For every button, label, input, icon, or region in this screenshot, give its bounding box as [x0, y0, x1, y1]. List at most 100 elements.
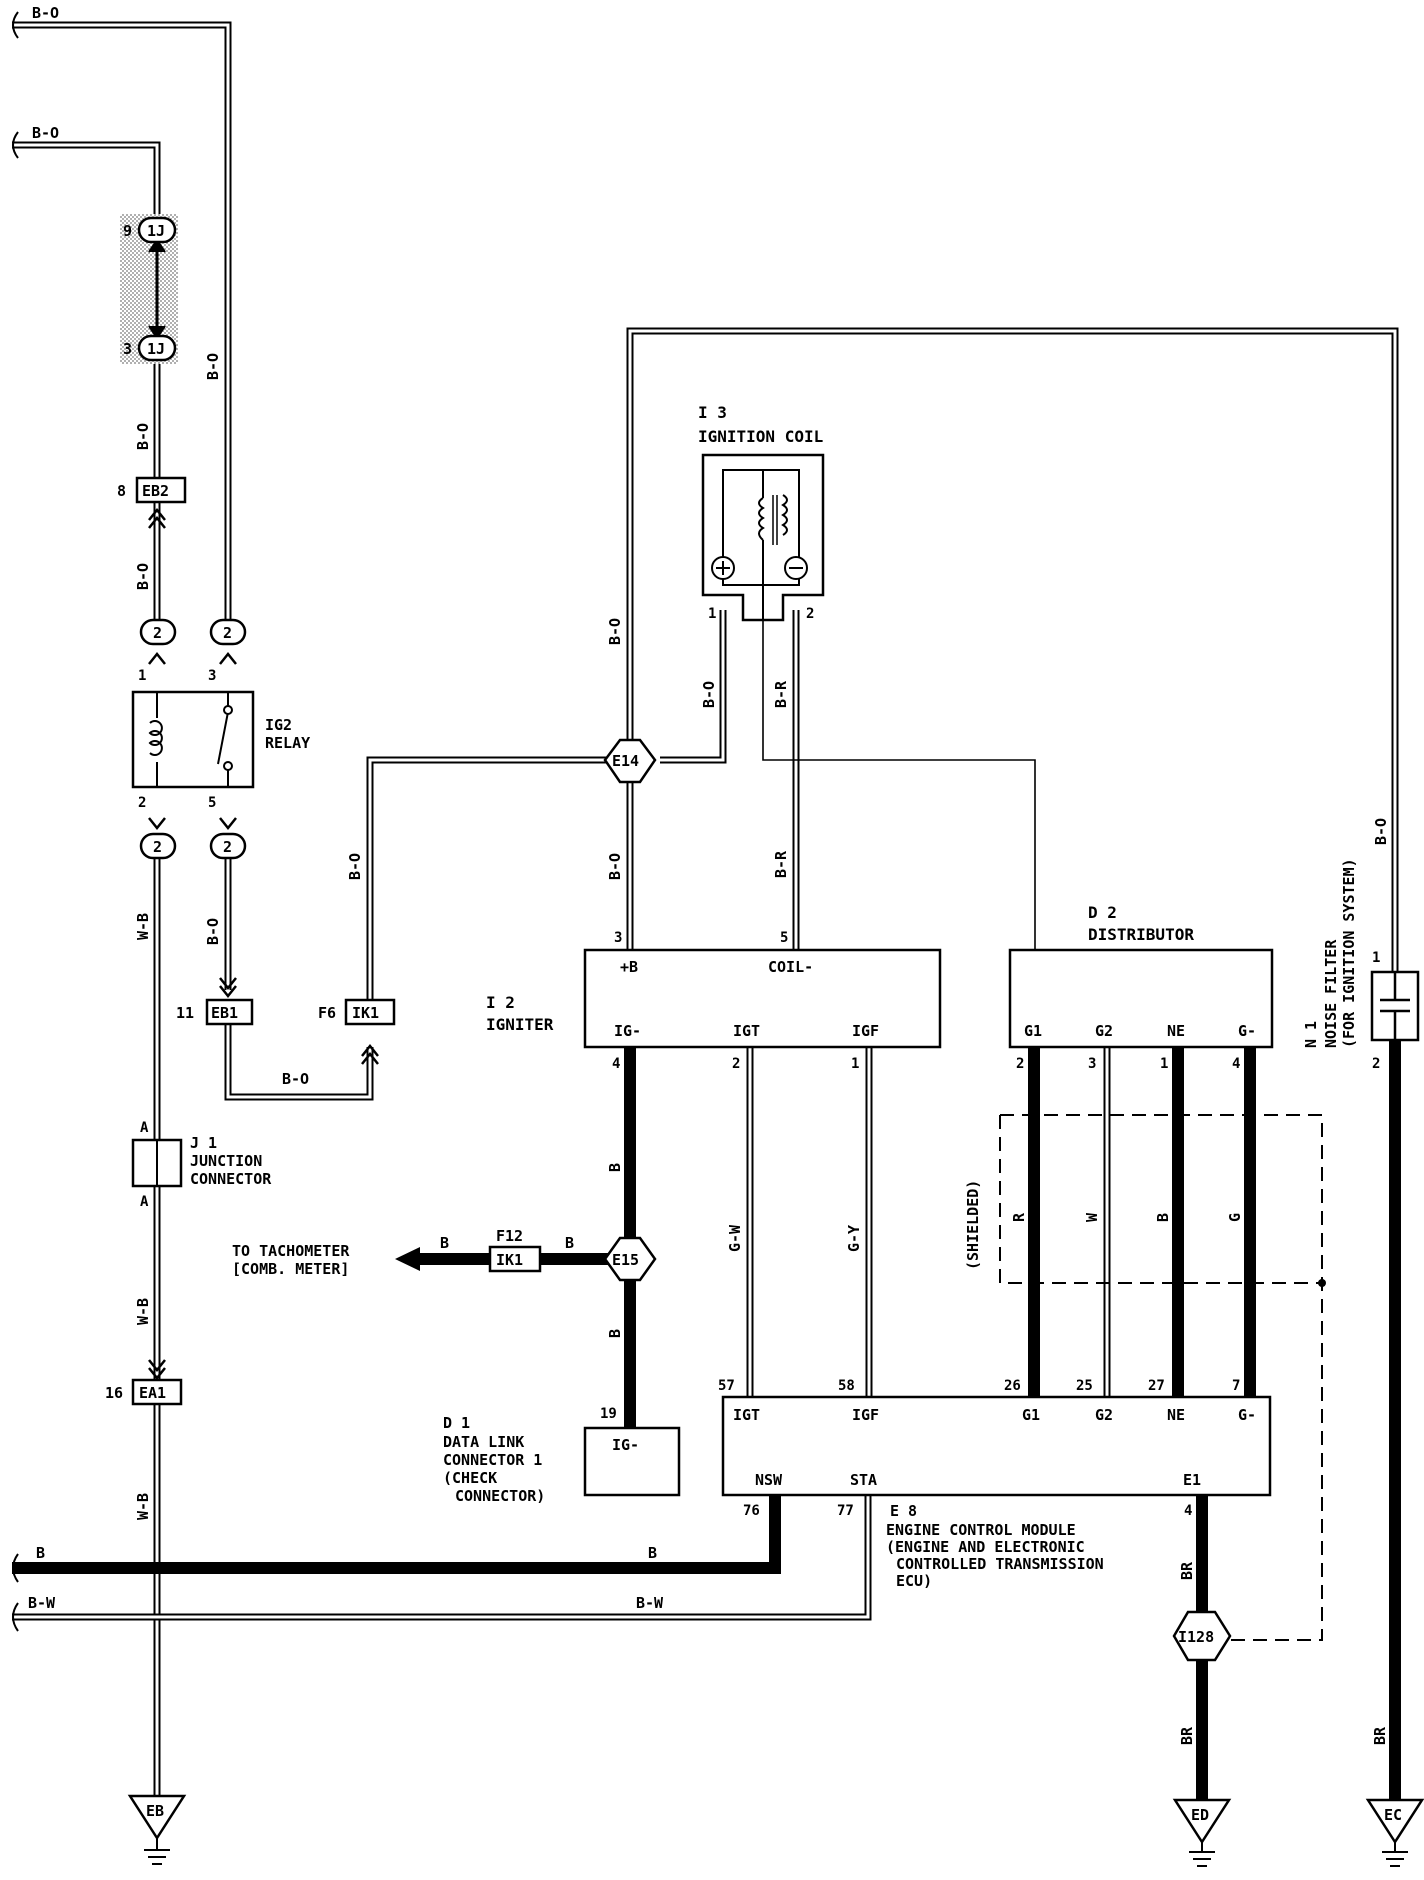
- dist-term-gm: G-: [1238, 1022, 1256, 1040]
- igniter-box: [583, 948, 942, 1049]
- dlc-line1: DATA LINK: [443, 1433, 524, 1451]
- ground-ed: ED: [1172, 1798, 1232, 1867]
- relay-title-1: IG2: [265, 716, 292, 734]
- relay-conn-bottom-right: 2: [209, 832, 247, 860]
- igniter-pin-igf: 1: [851, 1056, 859, 1072]
- label-bo-e14-down: B-O: [606, 853, 624, 880]
- label-bo-vertical-right: B-O: [204, 353, 222, 380]
- relay-pin-2: 2: [138, 795, 146, 811]
- ecm-term-igf: IGF: [852, 1406, 879, 1424]
- label-bo-top: B-O: [32, 4, 59, 22]
- dlc-box: [583, 1426, 681, 1497]
- wire-bo-to-1j: [12, 145, 157, 218]
- wire-bo-ik1-to-e14-core: [368, 758, 620, 1000]
- coil-id: I 3: [698, 403, 727, 422]
- ecm-line4: ECU): [896, 1572, 932, 1590]
- ik1-f6-label: IK1: [352, 1004, 379, 1022]
- 1j-3-pin: 3: [123, 340, 132, 358]
- coil-pin-1: 1: [708, 606, 716, 622]
- ecm-pin-nsw: 76: [743, 1503, 760, 1519]
- wire-break-marks: [12, 11, 19, 1632]
- eb2-label: EB2: [142, 482, 169, 500]
- label-b-ig-lower: B: [606, 1329, 624, 1338]
- noise-pin-1: 1: [1372, 950, 1380, 966]
- wire-bo-to-1j-core: [12, 143, 159, 218]
- dist-pin-ne: 1: [1160, 1056, 1168, 1072]
- relay-pin-5: 5: [208, 795, 216, 811]
- coil-name: IGNITION COIL: [698, 427, 823, 446]
- label-b-tach: B: [440, 1234, 449, 1252]
- relay-pin-3: 3: [208, 668, 216, 684]
- svg-text:E14: E14: [612, 752, 639, 770]
- wire-bo-e14-to-noise-filter-core: [628, 329, 1397, 972]
- ecm-term-ne: NE: [1167, 1406, 1185, 1424]
- label-b-bottom-left: B: [36, 1544, 45, 1562]
- ground-eb: EB: [127, 1794, 187, 1865]
- relay-conn-bottom-left: 2: [139, 832, 177, 860]
- junction-id: J 1: [190, 1134, 217, 1152]
- distributor-id: D 2: [1088, 903, 1117, 922]
- wire-bo-ik1-to-e14-outline: [366, 756, 620, 1000]
- dist-term-ne: NE: [1167, 1022, 1185, 1040]
- label-bo-e14-coil: B-O: [700, 681, 718, 708]
- label-bw-left: B-W: [28, 1594, 56, 1612]
- tachometer-line1: TO TACHOMETER: [232, 1242, 350, 1260]
- dlc-line4: CONNECTOR): [455, 1487, 545, 1505]
- igniter-pin-igt: 2: [732, 1056, 740, 1072]
- 1j-9-label: 1J: [147, 222, 165, 240]
- eb1-pin: 11: [176, 1004, 194, 1022]
- igniter-term-igt: IGT: [733, 1022, 760, 1040]
- junction-line1: JUNCTION: [190, 1152, 262, 1170]
- dist-term-g2: G2: [1095, 1022, 1113, 1040]
- label-g: G: [1226, 1213, 1244, 1222]
- label-b-ne: B: [1154, 1213, 1172, 1222]
- noise-line2: (FOR IGNITION SYSTEM): [1340, 858, 1358, 1048]
- svg-text:I128: I128: [1178, 1628, 1214, 1646]
- connector-eb2: EB2 8: [117, 476, 187, 504]
- ecm-pin-e1: 4: [1184, 1503, 1192, 1519]
- distributor-box: [1008, 948, 1274, 1049]
- ground-ec: EC: [1365, 1798, 1424, 1867]
- svg-text:E15: E15: [612, 1251, 639, 1269]
- ig2-relay: [131, 690, 255, 789]
- ecm-pin-g2: 25: [1076, 1378, 1093, 1394]
- label-bo-eb1-ik1: B-O: [282, 1070, 309, 1088]
- ecm-pin-igf: 58: [838, 1378, 855, 1394]
- ecm-box: [721, 1395, 1272, 1497]
- label-wb-upper: W-B: [134, 913, 152, 940]
- svg-text:2: 2: [223, 838, 232, 856]
- connector-1j-9: 1J 9: [123, 216, 177, 244]
- svg-text:2: 2: [153, 624, 162, 642]
- eb2-pin: 8: [117, 482, 126, 500]
- ecm-term-nsw: NSW: [755, 1471, 783, 1489]
- label-br-coil-lower: B-R: [772, 850, 790, 878]
- noise-filter-box: [1370, 970, 1420, 1042]
- ecm-pin-gm: 7: [1232, 1378, 1240, 1394]
- splice-e14: E14: [603, 738, 657, 784]
- label-w: W: [1083, 1212, 1101, 1222]
- arrow-marks: [148, 507, 379, 1381]
- 1j-9-pin: 9: [123, 222, 132, 240]
- igniter-term-coil: COIL-: [768, 958, 813, 976]
- relay-conn-top-right: 2: [209, 618, 247, 646]
- junction-line2: CONNECTOR: [190, 1170, 272, 1188]
- connector-ik1-f12: IK1 F12: [488, 1227, 542, 1273]
- ignition-coil-box: [701, 453, 825, 622]
- wire-b-nsw: [12, 1495, 781, 1574]
- label-br-e1: BR: [1178, 1561, 1196, 1580]
- ecm-line2: (ENGINE AND ELECTRONIC: [886, 1538, 1085, 1556]
- relay-conn-top-left: 2: [139, 618, 177, 646]
- ecm-pin-igt: 57: [718, 1378, 735, 1394]
- svg-text:EB: EB: [146, 1802, 164, 1820]
- ik1-f12-label: IK1: [496, 1251, 523, 1269]
- ecm-term-igt: IGT: [733, 1406, 760, 1424]
- ea1-label: EA1: [139, 1384, 166, 1402]
- dlc-terminal: IG-: [612, 1436, 639, 1454]
- shield-outline: [999, 1114, 1323, 1641]
- igniter-name: IGNITER: [486, 1015, 554, 1034]
- svg-text:2: 2: [223, 624, 232, 642]
- tachometer-arrow: [395, 1247, 420, 1271]
- ecm-term-sta: STA: [850, 1471, 877, 1489]
- label-br-ec: BR: [1371, 1726, 1389, 1745]
